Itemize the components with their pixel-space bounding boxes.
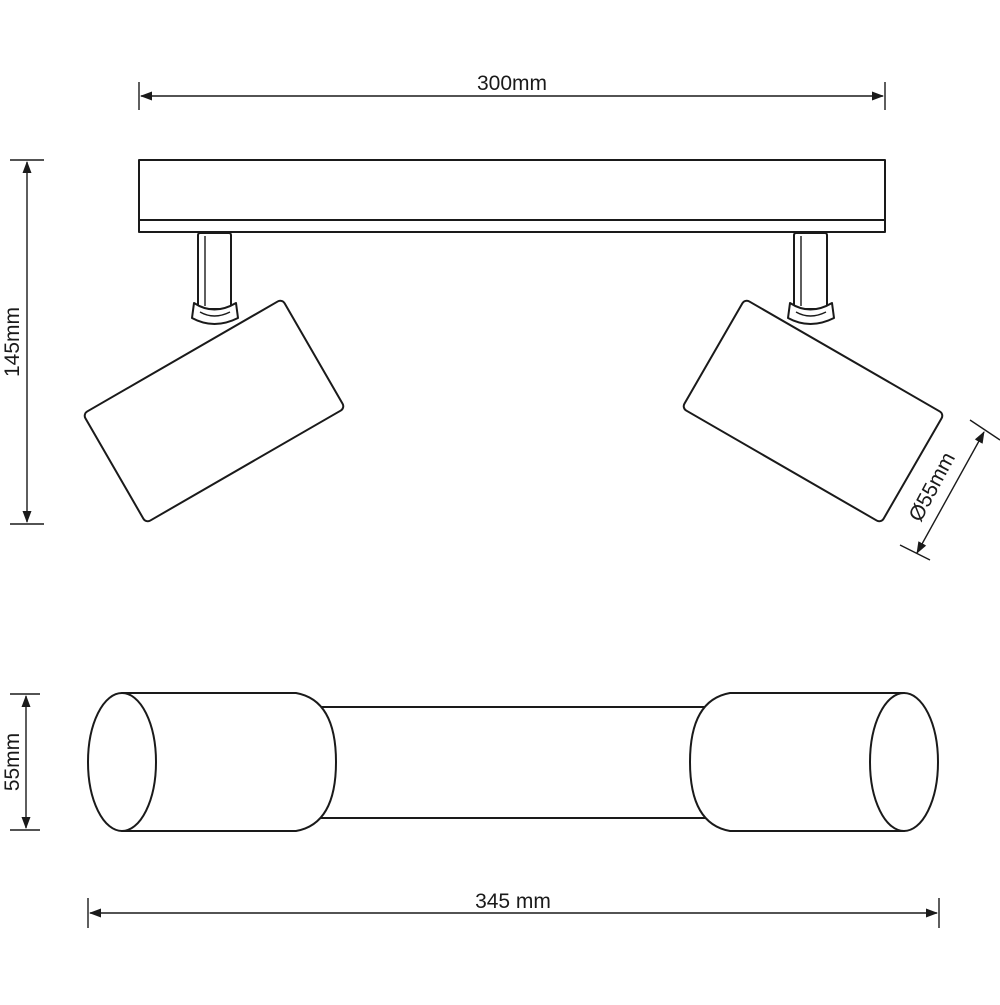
right-cylinder [689, 692, 939, 832]
right-stem [787, 232, 835, 325]
dimension-top-width-label: 300mm [477, 72, 547, 95]
bottom-view: 55mm 345 mm [1, 692, 940, 928]
dimension-bottom-width: 345 mm [87, 890, 940, 928]
left-stem [191, 232, 239, 325]
front-view: 300mm 145mm [1, 72, 1000, 561]
dimension-bottom-height-label: 55mm [1, 733, 24, 791]
dimension-bottom-height: 55mm [1, 693, 40, 831]
dimension-top-width: 300mm [138, 72, 886, 110]
left-cylinder [87, 692, 337, 832]
dimension-height-label: 145mm [1, 307, 24, 377]
right-spotlight [682, 299, 944, 523]
bottom-bar [317, 706, 709, 819]
ceiling-bar [138, 159, 886, 233]
dimension-height: 145mm [1, 159, 44, 525]
dimension-bottom-width-label: 345 mm [475, 890, 551, 913]
left-spotlight [83, 299, 345, 523]
